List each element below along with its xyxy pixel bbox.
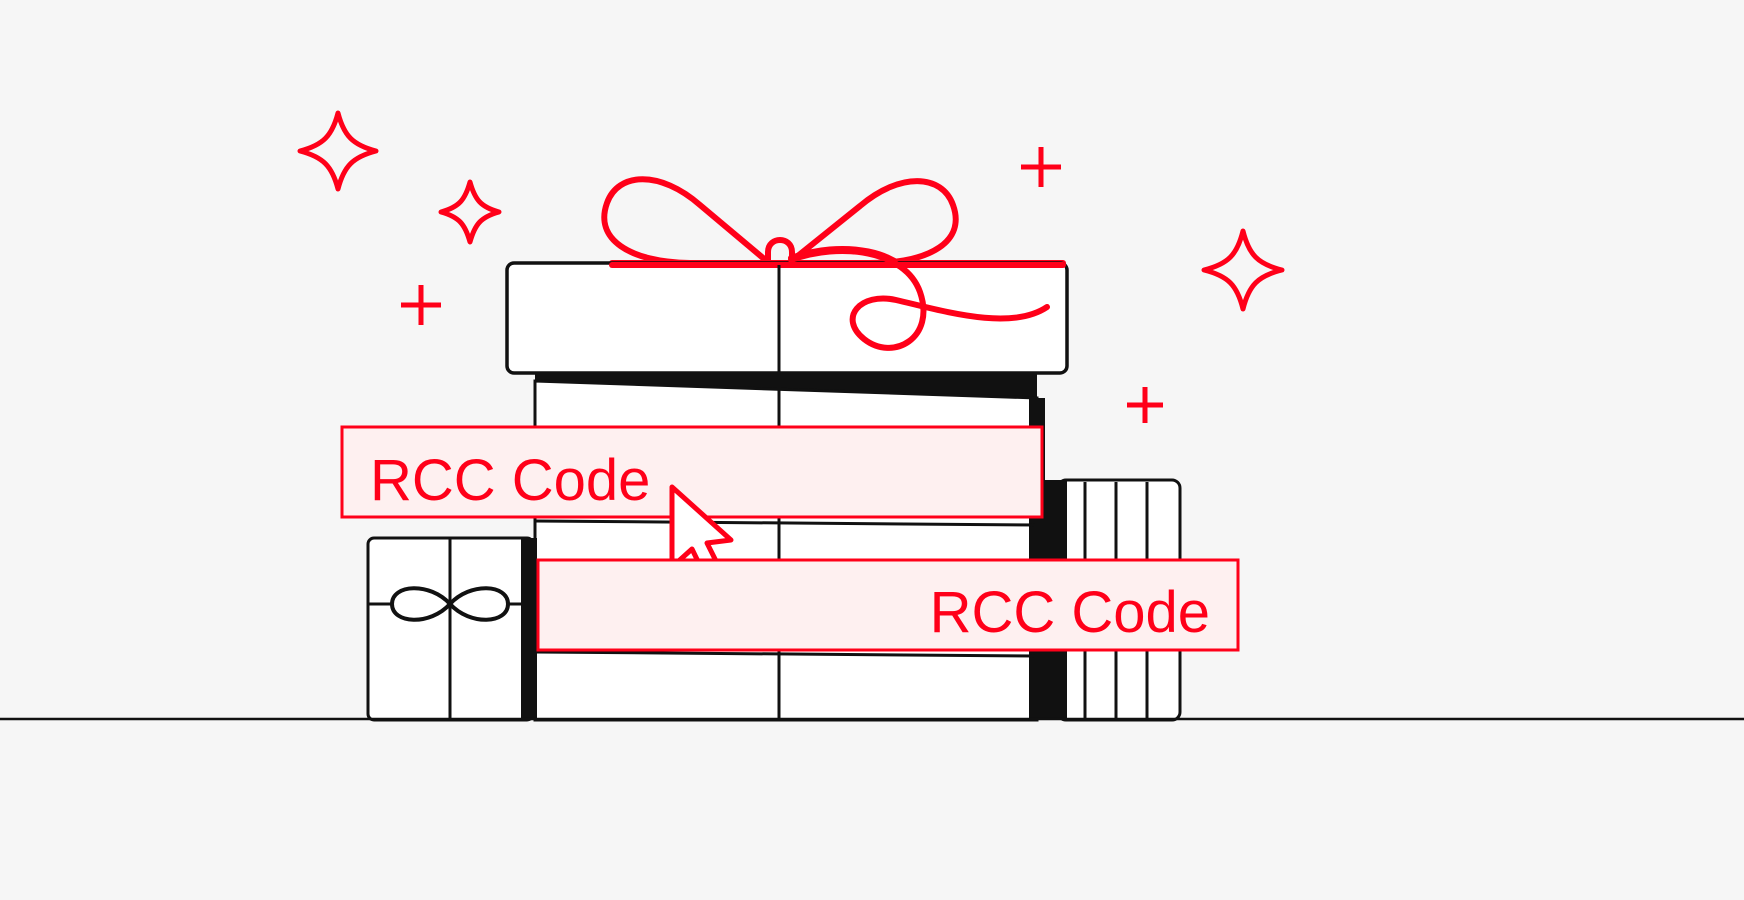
rcc-code-banner-secondary[interactable]: RCC Code	[536, 558, 1240, 652]
banner-secondary-background	[536, 558, 1240, 652]
banner-secondary-label: RCC Code	[930, 580, 1210, 645]
main-gift-box	[533, 372, 1045, 722]
banner-primary-label: RCC Code	[370, 448, 650, 513]
ribbon-overlay-on-lid	[609, 248, 1066, 351]
plus-icon-1	[401, 285, 441, 325]
sparkle-icon-2	[438, 179, 502, 245]
plus-icon-2	[1021, 147, 1061, 187]
sparkle-icon-1	[297, 110, 379, 192]
plus-icon-3	[1127, 387, 1163, 423]
sparkle-icon-3	[1201, 228, 1285, 312]
small-gift-box	[366, 536, 537, 722]
